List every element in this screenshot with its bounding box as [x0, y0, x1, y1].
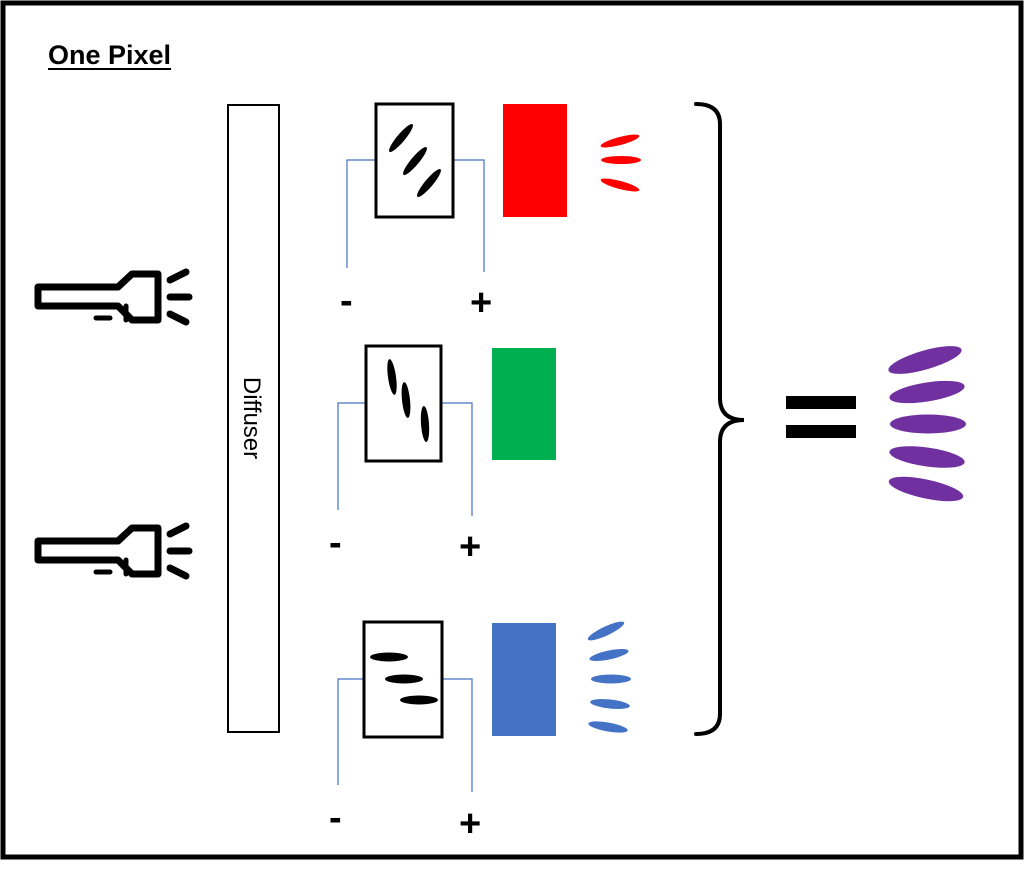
flashlight-icon [34, 268, 193, 326]
plus-terminal: + [459, 803, 482, 845]
result-light-rays [888, 346, 966, 502]
minus-terminal: - [329, 797, 342, 839]
plus-terminal: + [470, 282, 493, 324]
lc-molecule [385, 674, 423, 684]
liquid-crystal-cell-green [337, 344, 473, 516]
lc-molecule [387, 359, 397, 395]
minus-terminal: - [340, 280, 353, 322]
wire-minus [337, 678, 364, 785]
wire-plus [442, 678, 473, 792]
red-color-filter [503, 104, 567, 217]
wire-minus [346, 159, 376, 268]
curly-brace-icon [694, 102, 745, 736]
green-color-filter [492, 348, 556, 460]
lc-molecule [420, 406, 430, 442]
lc-molecule [370, 652, 408, 662]
diffuser-label: Diffuser [238, 377, 265, 459]
red-light-rays [600, 134, 641, 192]
wire-plus [453, 159, 485, 272]
diffuser: Diffuser [227, 104, 280, 733]
lc-molecule [389, 123, 413, 153]
flashlight-icon [34, 522, 193, 580]
wire-plus [441, 402, 473, 516]
lc-molecule [401, 382, 411, 418]
diagram-title: One Pixel [48, 40, 172, 70]
lc-molecule [417, 168, 441, 198]
plus-terminal: + [459, 526, 482, 568]
blue-color-filter [492, 623, 556, 736]
blue-light-rays [587, 621, 631, 733]
wire-minus [337, 402, 366, 510]
minus-terminal: - [329, 522, 342, 564]
lc-molecule [403, 146, 427, 176]
liquid-crystal-cell-red [346, 102, 485, 272]
equals-sign-icon [786, 396, 856, 438]
liquid-crystal-cell-blue [337, 620, 473, 792]
lc-molecule [400, 695, 438, 705]
